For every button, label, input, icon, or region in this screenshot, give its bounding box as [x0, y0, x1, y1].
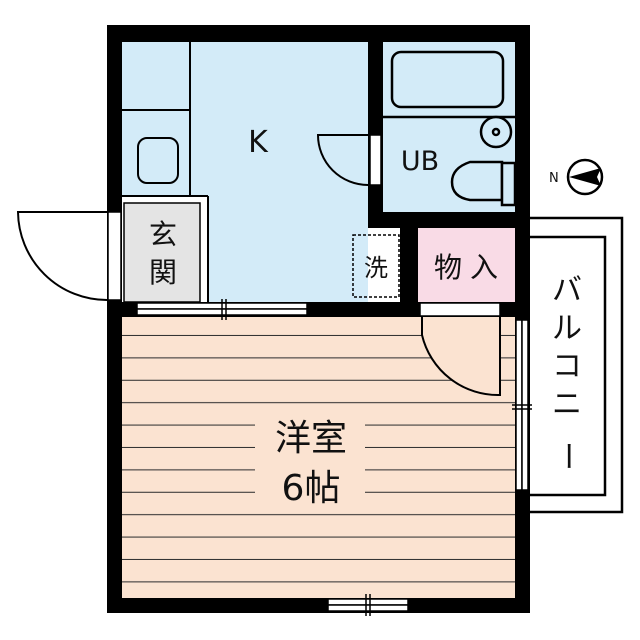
laundry-label: 洗 — [364, 254, 388, 282]
closet-label-1: 物 — [434, 251, 462, 284]
kitchen-counter — [122, 42, 209, 302]
svg-text:ニ: ニ — [552, 387, 582, 422]
svg-text:ル: ル — [552, 311, 582, 346]
bottom-window — [327, 598, 409, 606]
kitchen-label: K — [248, 125, 269, 160]
bedroom-size-label: 6帖 — [282, 468, 341, 509]
closet-label-2: 入 — [470, 251, 498, 284]
openings — [107, 134, 532, 616]
bedroom-label: 洋室 — [275, 418, 347, 459]
entry-door-opening — [107, 211, 122, 301]
balcony-label: バ ル コ ニ ー — [550, 273, 585, 471]
balcony — [530, 216, 624, 514]
closet-door-opening — [419, 302, 501, 317]
compass-icon: N — [549, 158, 604, 196]
svg-text:ー: ー — [550, 441, 585, 471]
laundry-space — [352, 234, 400, 298]
closet-area — [418, 228, 515, 302]
svg-text:バ: バ — [552, 273, 582, 308]
bathtub-icon — [390, 50, 505, 109]
bath-door-opening — [369, 134, 382, 186]
entrance-label-2: 関 — [149, 256, 177, 289]
closet-door-swing — [421, 317, 501, 397]
door-swings — [16, 134, 501, 397]
toilet-icon — [450, 160, 504, 202]
bath-door-swing — [316, 134, 369, 186]
bath-fixtures — [383, 50, 517, 207]
bath-label: UB — [401, 146, 439, 177]
svg-text:コ: コ — [552, 349, 582, 384]
svg-text:N: N — [549, 171, 559, 186]
sink-icon — [137, 137, 179, 184]
entry-door-swing — [16, 211, 108, 301]
entrance-label-1: 玄 — [149, 218, 177, 251]
